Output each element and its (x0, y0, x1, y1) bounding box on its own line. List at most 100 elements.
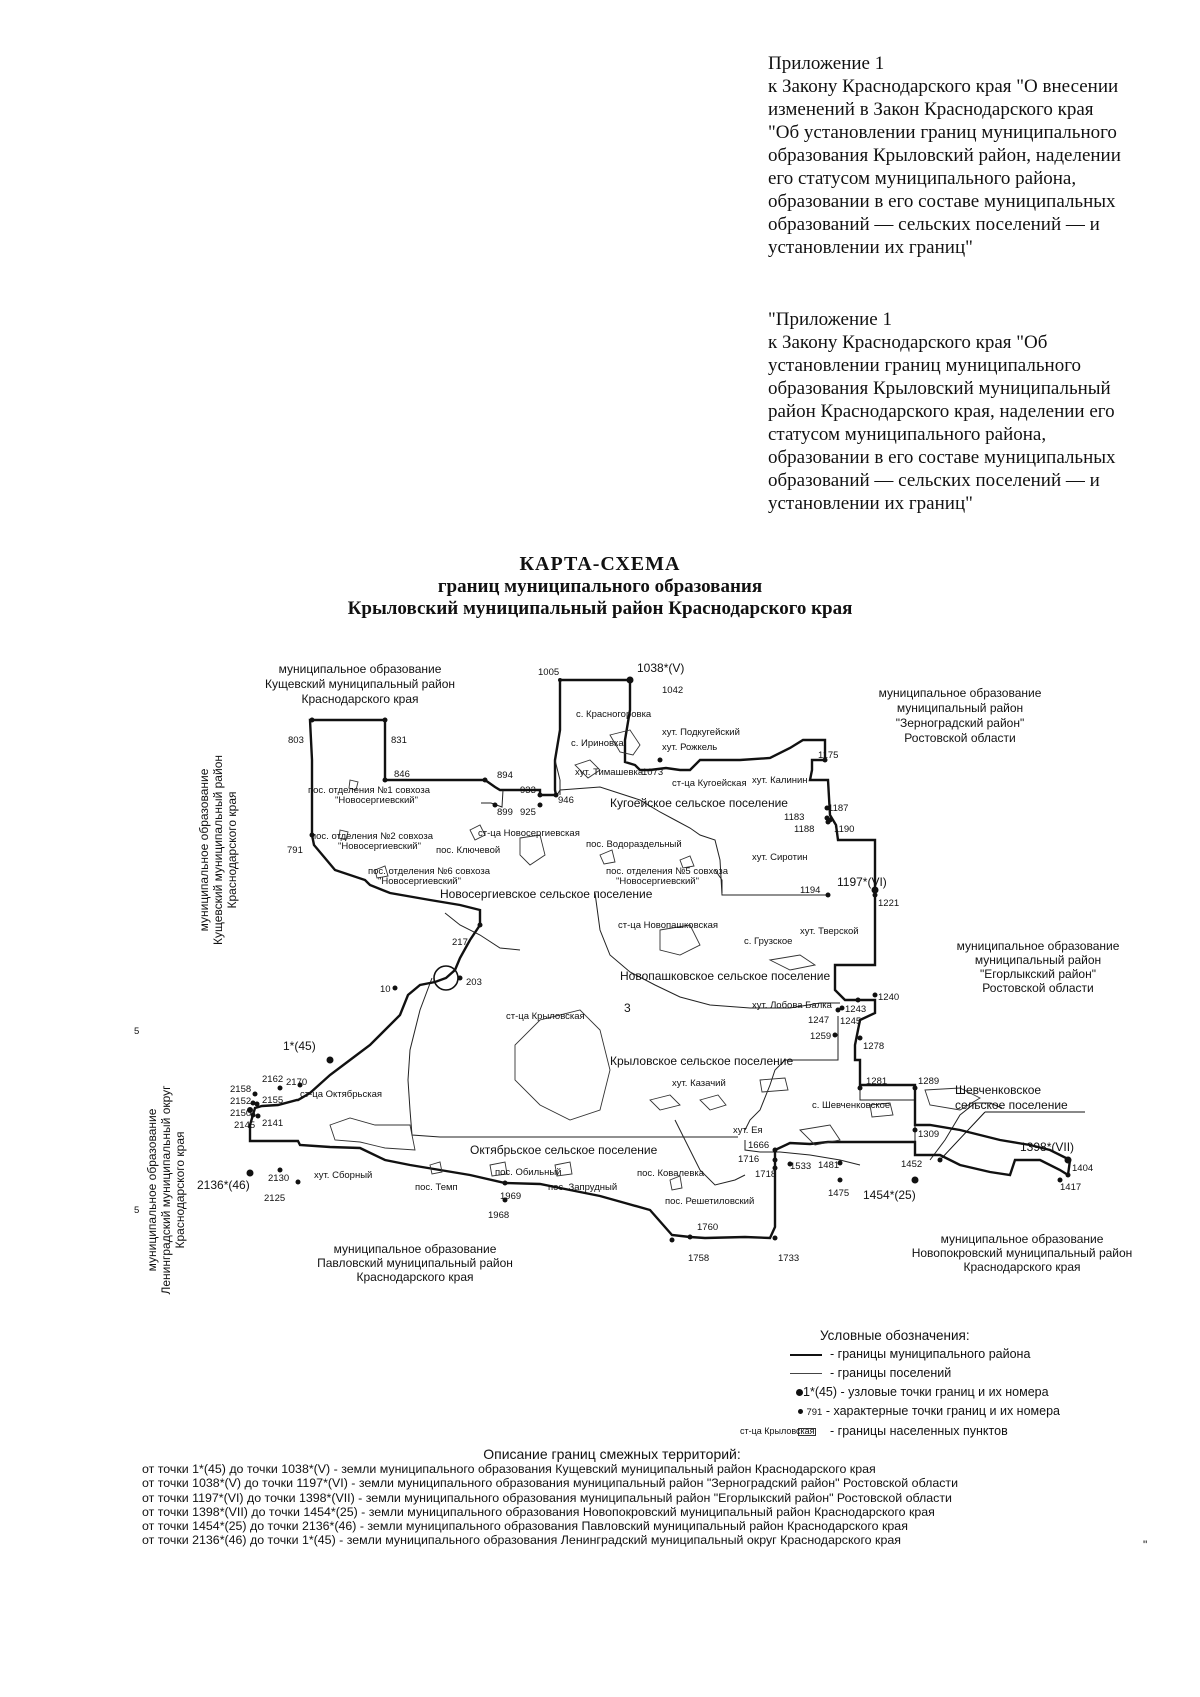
neighbor-label: Кущевский муниципальный район (211, 755, 225, 945)
boundary-map: муниципальное образование Кущевский муни… (134, 661, 1133, 1295)
place-label: с. Шевченковское (812, 1100, 890, 1111)
map-title-line1: КАРТА-СХЕМА (519, 553, 681, 575)
place-label: хут. Тимашевка (575, 767, 644, 778)
place-label: с. Ириновка (571, 738, 624, 749)
point-2130 (277, 1167, 283, 1173)
settlement-shape (669, 1175, 683, 1191)
char-dot-icon (798, 1409, 803, 1415)
point-2158 (252, 1091, 258, 1097)
point-number: 1240 (878, 992, 899, 1003)
point-number: 1188 (794, 824, 814, 835)
point-number: 1666 (748, 1140, 769, 1151)
point-2155 (254, 1101, 260, 1107)
place-label: ст-ца Новосергиевская (478, 828, 580, 839)
point-1038 (626, 676, 634, 684)
legend-label: - характерные точки границ и их номера (825, 1404, 1060, 1418)
neighbor-label: муниципальный район (897, 701, 1023, 715)
adjacent-description: Описание границ смежных территорий: от т… (142, 1447, 1142, 1547)
point-number: 1733 (778, 1253, 799, 1264)
settlement-shape (609, 729, 641, 756)
point-1533 (787, 1161, 793, 1167)
place-label: "Новосергиевский" (335, 795, 418, 806)
settlement-boundary-line (714, 869, 723, 893)
appendix-line: образований — сельских поселений — и (768, 214, 1100, 235)
place-label: с. Красногоровка (576, 709, 652, 720)
legend-title: Условные обозначения: (820, 1328, 970, 1343)
point-1197 (871, 886, 879, 894)
point-number: 2162 (262, 1074, 283, 1085)
map-title-line3: Крыловский муниципальный район Краснодар… (347, 598, 853, 619)
settlement-label: сельское поселение (955, 1098, 1068, 1112)
neighbor-label: Новопокровский муниципальный район (912, 1246, 1133, 1260)
description-row: от точки 1398*(VII) до точки 1454*(25) -… (142, 1504, 935, 1519)
point-number: 1278 (863, 1041, 884, 1052)
neighbor-label: муниципальное образование (957, 939, 1120, 953)
node-dot-icon (796, 1389, 803, 1397)
place-label: хут. Подкугейский (662, 727, 740, 738)
appendix-quoted-line: установлении их границ" (768, 493, 973, 514)
neighbor-label: Ростовской области (904, 731, 1015, 745)
point-number: 1968 (488, 1210, 509, 1221)
legend-sample: 1*(45) (803, 1385, 838, 1399)
district-line-icon (790, 1354, 822, 1356)
point-1278 (857, 1035, 863, 1041)
point-number: 1194 (800, 885, 820, 896)
point-number: 217 (452, 937, 468, 948)
place-label: пос. Ключевой (436, 845, 500, 856)
point-number: 1247 (808, 1015, 829, 1026)
legend-label: - границы населенных пунктов (830, 1424, 1008, 1438)
settlement-shape (649, 1094, 681, 1111)
place-label: пос. отделения №2 совхоза (311, 831, 434, 842)
settlement-boundary-line (674, 1119, 746, 1186)
point-number: 1183 (784, 812, 804, 823)
point-number: 2130 (268, 1173, 289, 1184)
settlement-shape (599, 849, 616, 865)
map-title-line2: границ муниципального образования (437, 576, 763, 597)
point-1 (326, 1056, 334, 1064)
point-number: 1042 (662, 685, 683, 696)
neighbor-label: муниципальное образование (334, 1242, 497, 1256)
legend-label: - узловые точки границ и их номера (840, 1385, 1049, 1399)
neighbor-labels-vertical: муниципальное образование Кущевский муни… (145, 755, 239, 1295)
point-2136 (246, 1169, 254, 1177)
settlement-shape (869, 1102, 894, 1118)
point-1243 (855, 997, 861, 1003)
point-number: 1259 (810, 1031, 831, 1042)
point-1716 (772, 1157, 778, 1163)
place-label: ст-ца Кугоейская (672, 778, 747, 789)
point-number: 791 (287, 845, 303, 856)
point-number: 1533 (790, 1161, 811, 1172)
point-number: 1718 (755, 1169, 776, 1180)
point-number: 1452 (901, 1159, 922, 1170)
point-number: 2152 (230, 1096, 251, 1107)
place-label: пос. Темп (415, 1182, 458, 1193)
neighbor-label: Краснодарского края (225, 792, 239, 909)
point-number: 1289 (918, 1076, 939, 1087)
description-row: от точки 1038*(V) до точки 1197*(VI) - з… (142, 1476, 959, 1491)
point-number: 925 (520, 807, 536, 818)
point-1398 (1064, 1156, 1072, 1164)
point-217 (477, 922, 483, 928)
point-1175 (822, 757, 828, 763)
place-label: пос. Запрудный (548, 1182, 617, 1193)
description-row: от точки 1*(45) до точки 1038*(V) - земл… (142, 1462, 876, 1477)
point-number: 1281 (866, 1076, 887, 1087)
settlement-shape (469, 824, 486, 841)
legend: Условные обозначения: - границы муниципа… (740, 1326, 1120, 1441)
neighbor-label: Краснодарского края (302, 692, 419, 706)
point-number: 10 (380, 984, 391, 995)
point-number: 1475 (828, 1188, 849, 1199)
settlement-label: Октябрьское сельское поселение (470, 1143, 658, 1157)
legend-sample: 791 (806, 1407, 823, 1418)
point-894 (482, 777, 488, 783)
place-label: пос. отделения №5 совхоза (606, 866, 729, 877)
boundary-points (246, 676, 1072, 1243)
place-label: хут. Сборный (314, 1170, 372, 1181)
settlement-label: Шевченковское (955, 1083, 1041, 1097)
appendix-line: образования Крыловский район, наделении (768, 145, 1121, 166)
point-number: 2141 (262, 1118, 283, 1129)
appendix-quoted-line: образовании в его составе муниципальных (768, 447, 1116, 468)
point-2150 (247, 1107, 253, 1113)
point-number: 1760 (697, 1222, 718, 1233)
legend-item-settlement-area: - границы населенных пунктов (790, 1422, 1120, 1441)
